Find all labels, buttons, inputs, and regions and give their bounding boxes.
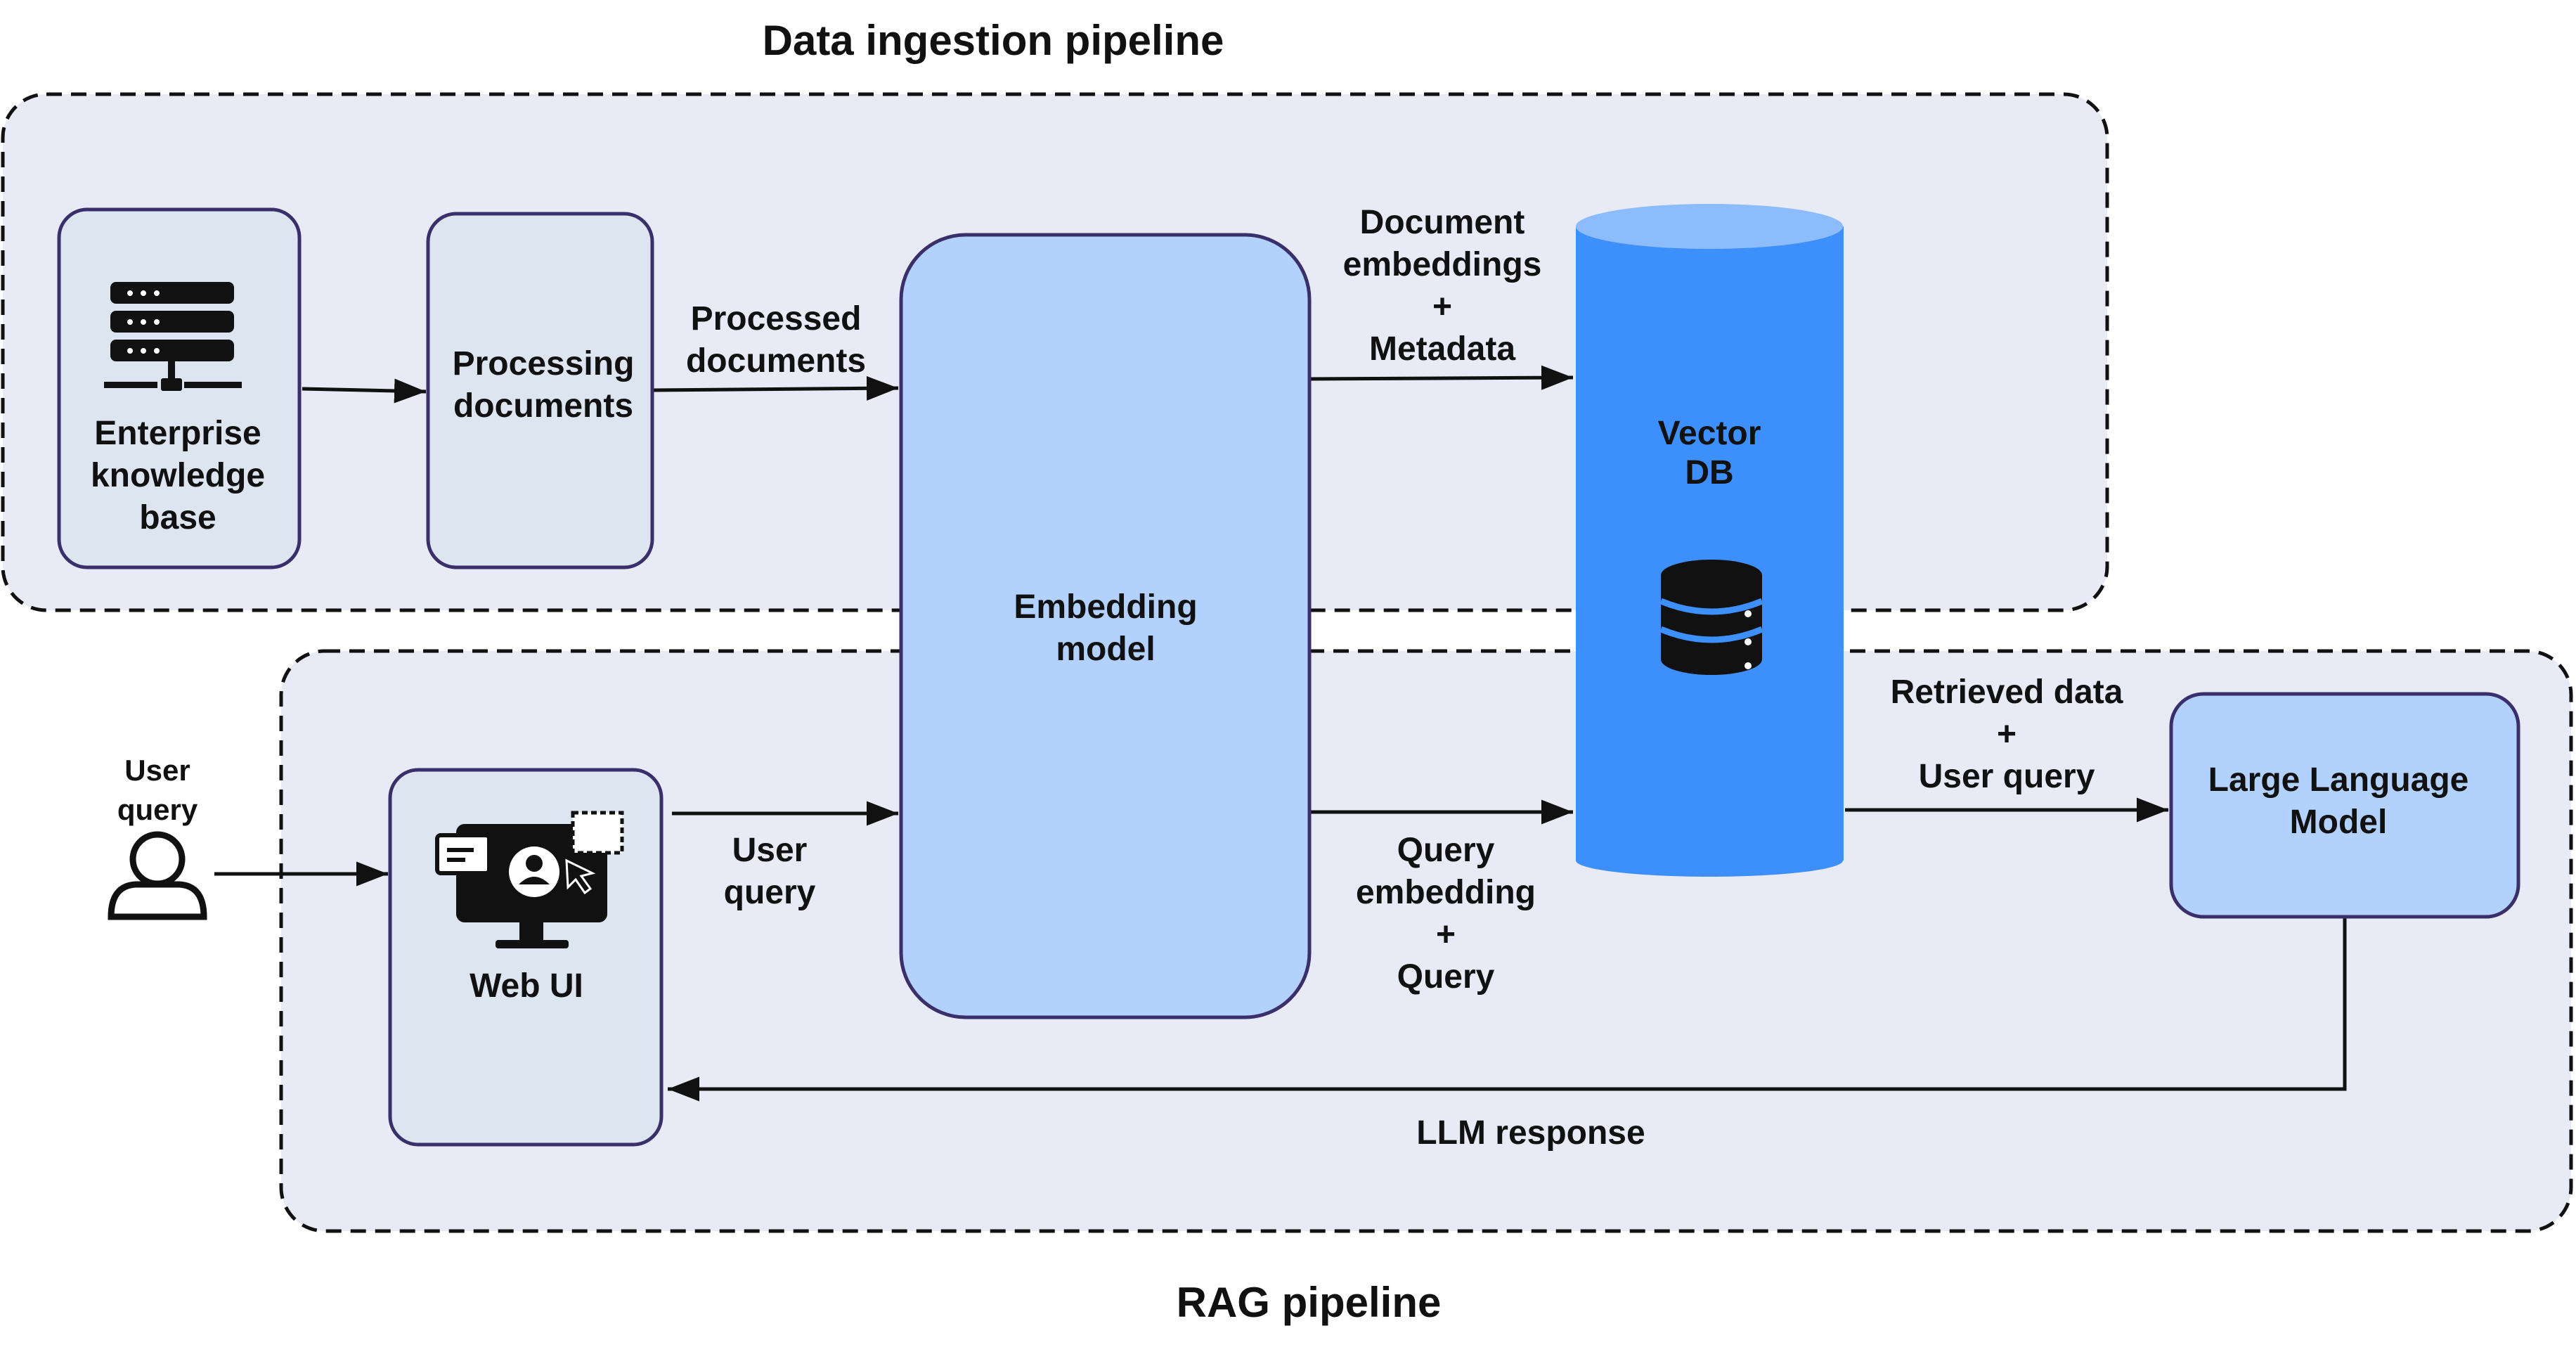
server-rack-icon: [104, 282, 242, 391]
label-document-embeddings-line: Metadata: [1369, 330, 1515, 368]
label-user-query-line: query: [117, 793, 198, 826]
label-vector-db-line: Vector: [1658, 415, 1761, 452]
label-user-query-line: User: [124, 754, 190, 787]
label-web-ui: Web UI: [470, 967, 583, 1005]
label-query-embedding-line: Query: [1397, 832, 1495, 869]
label-document-embeddings-line: embeddings: [1343, 246, 1542, 283]
label-processed-documents-line: Processed: [691, 300, 862, 337]
diagram-labels: Enterprise knowledge base Processing documen…: [91, 204, 2468, 1152]
node-vector-db: [1576, 204, 1844, 877]
edge-processing-to-embedding: [652, 375, 899, 401]
label-embedding-model-line: Embedding: [1014, 588, 1197, 626]
label-knowledge-base: Enterprise knowledge base: [91, 415, 265, 536]
label-retrieved-data: Retrieved data + User query: [1891, 674, 2123, 795]
label-llm-response-line: LLM response: [1416, 1114, 1645, 1152]
user-icon: [108, 831, 207, 920]
node-llm: [2169, 692, 2520, 919]
label-edge-user-query: User query: [724, 832, 816, 911]
label-edge-user-query-line: query: [724, 874, 816, 911]
label-processing-documents-line: Processing: [453, 345, 635, 382]
label-query-embedding-line: Query: [1397, 958, 1495, 996]
label-llm-response: LLM response: [1416, 1114, 1645, 1152]
node-processing-documents: [426, 212, 654, 569]
label-embedding-model-line: model: [1056, 631, 1155, 668]
label-vector-db-line: DB: [1685, 454, 1733, 491]
label-llm-line: Model: [2290, 804, 2388, 841]
label-processed-documents-line: documents: [686, 342, 866, 380]
label-processing-documents: Processing documents: [453, 345, 635, 425]
ingestion-pipeline-title: Data ingestion pipeline: [763, 17, 1224, 64]
label-document-embeddings: Document embeddings + Metadata: [1343, 204, 1542, 368]
label-processed-documents: Processed documents: [686, 300, 866, 380]
label-user-query: User query: [117, 754, 198, 826]
rag-pipeline-title: RAG pipeline: [1177, 1279, 1442, 1326]
label-knowledge-base-line: knowledge: [91, 457, 265, 494]
edge-embedding-to-vectordb: [1309, 365, 1574, 390]
label-processing-documents-line: documents: [453, 387, 633, 425]
node-embedding-model: [899, 233, 1312, 1019]
label-document-embeddings-line: +: [1432, 288, 1452, 326]
label-llm-line: Large Language: [2208, 761, 2469, 799]
label-embedding-model: Embedding model: [1014, 588, 1197, 668]
label-document-embeddings-line: Document: [1360, 204, 1525, 241]
label-edge-user-query-line: User: [732, 832, 808, 869]
edge-knowledge-to-processing: [302, 378, 427, 404]
label-retrieved-data-line: User query: [1919, 758, 2095, 795]
label-query-embedding-line: embedding: [1356, 874, 1536, 911]
label-knowledge-base-line: base: [139, 499, 216, 536]
database-icon: [1659, 560, 1763, 675]
label-retrieved-data-line: Retrieved data: [1891, 674, 2123, 711]
label-query-embedding-line: +: [1436, 916, 1456, 953]
rag-pipeline-region: [279, 649, 2573, 1233]
label-knowledge-base-line: Enterprise: [94, 415, 261, 452]
label-retrieved-data-line: +: [1997, 716, 2017, 753]
edge-llm-to-webui: [668, 917, 2347, 1102]
label-query-embedding: Query embedding + Query: [1356, 832, 1536, 996]
label-web-ui-line: Web UI: [470, 967, 583, 1005]
monitor-user-icon: [435, 811, 624, 948]
